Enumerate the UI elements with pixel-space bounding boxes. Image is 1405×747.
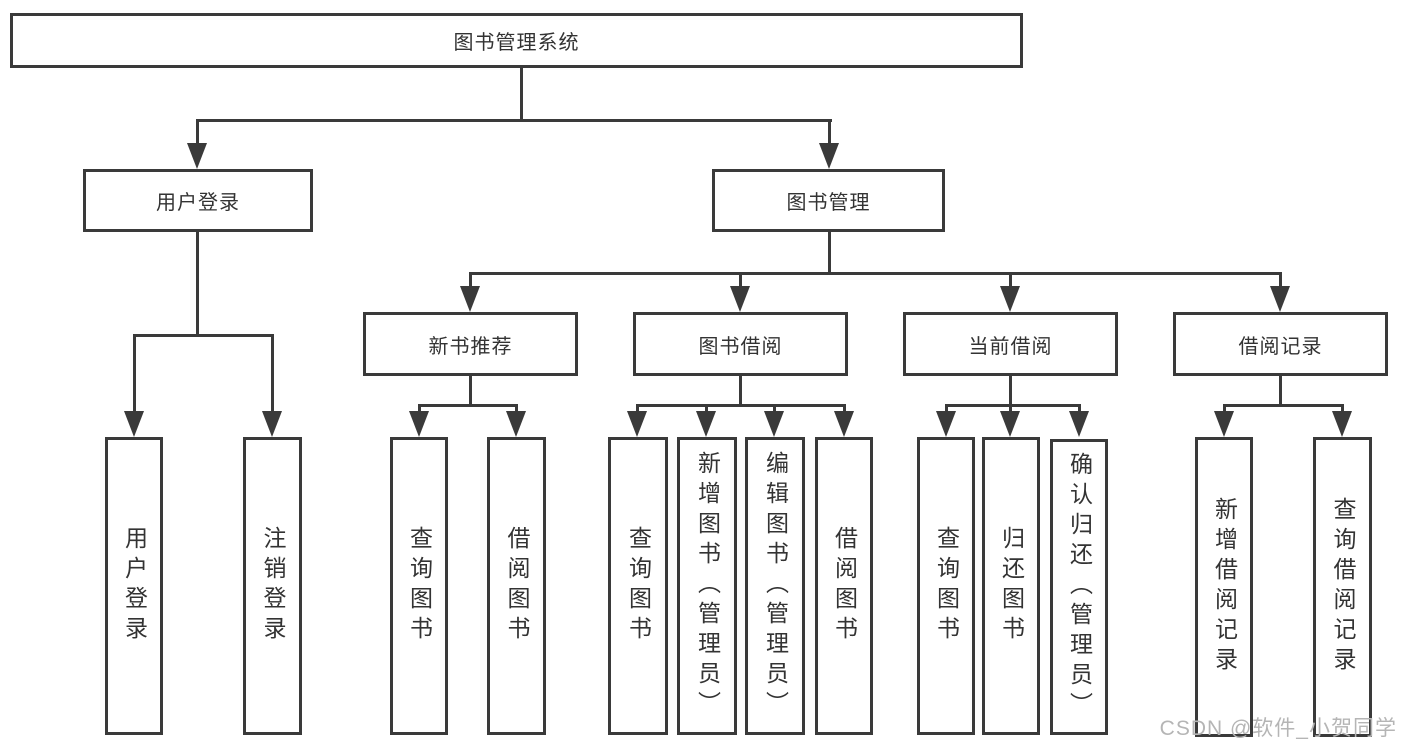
leaf-label: 归还图书 xyxy=(998,526,1025,646)
connector-line xyxy=(945,404,948,414)
leaf-edit-books-admin: 编辑图书（管理员） xyxy=(745,437,805,735)
leaf-label: 新增借阅记录 xyxy=(1211,497,1238,677)
connector-line xyxy=(469,272,1282,275)
connector-line xyxy=(828,231,831,275)
arrow-down-icon xyxy=(124,411,144,437)
leaf-add-books-admin: 新增图书（管理员） xyxy=(677,437,737,735)
leaf-label: 注销登录 xyxy=(260,526,286,646)
connector-line xyxy=(515,404,518,414)
arrow-down-icon xyxy=(1069,411,1089,437)
connector-line xyxy=(520,68,523,122)
arrow-down-icon xyxy=(1000,286,1020,312)
connector-line xyxy=(705,404,708,414)
connector-line xyxy=(773,404,776,414)
connector-line xyxy=(1341,404,1344,414)
node-book-management: 图书管理 xyxy=(712,169,945,232)
connector-line xyxy=(196,231,199,337)
connector-line xyxy=(843,404,846,414)
connector-line xyxy=(133,334,136,414)
arrow-down-icon xyxy=(506,411,526,437)
node-borrowing-records: 借阅记录 xyxy=(1173,312,1388,376)
connector-line xyxy=(1223,404,1344,407)
connector-line xyxy=(1009,404,1012,414)
leaf-label: 新增图书（管理员） xyxy=(694,451,721,721)
leaf-label: 借阅图书 xyxy=(831,526,858,646)
csdn-watermark: CSDN @软件_小贺同学 xyxy=(1159,717,1397,740)
arrow-down-icon xyxy=(764,411,784,437)
leaf-query-books-recommend: 查询图书 xyxy=(390,437,448,735)
leaf-query-books-current: 查询图书 xyxy=(917,437,975,735)
arrow-down-icon xyxy=(696,411,716,437)
connector-line xyxy=(196,119,832,122)
connector-line xyxy=(418,404,421,414)
leaf-label: 查询借阅记录 xyxy=(1330,497,1356,677)
node-book-borrowing: 图书借阅 xyxy=(633,312,848,376)
leaf-borrow-books-recommend: 借阅图书 xyxy=(487,437,546,735)
arrow-down-icon xyxy=(1270,286,1290,312)
connector-line xyxy=(1078,404,1081,414)
leaf-label: 查询图书 xyxy=(933,526,960,646)
node-label: 图书管理 xyxy=(786,192,871,214)
connector-line xyxy=(1279,376,1282,407)
connector-line xyxy=(828,119,831,147)
node-label: 当前借阅 xyxy=(968,335,1053,358)
connector-line xyxy=(1009,376,1012,407)
arrow-down-icon xyxy=(627,411,647,437)
leaf-label: 确认归还（管理员） xyxy=(1066,452,1093,722)
connector-line xyxy=(196,119,199,147)
arrow-down-icon xyxy=(834,411,854,437)
connector-line xyxy=(636,404,639,414)
connector-line xyxy=(469,376,472,407)
arrow-down-icon xyxy=(936,411,956,437)
arrow-down-icon xyxy=(187,143,207,169)
connector-line xyxy=(469,272,472,290)
leaf-query-borrow-record: 查询借阅记录 xyxy=(1313,437,1372,737)
leaf-label: 借阅图书 xyxy=(504,526,530,646)
leaf-return-books: 归还图书 xyxy=(982,437,1040,735)
leaf-confirm-return-admin: 确认归还（管理员） xyxy=(1050,439,1108,735)
node-label: 图书管理系统 xyxy=(453,32,580,54)
arrow-down-icon xyxy=(1000,411,1020,437)
connector-line xyxy=(271,334,274,414)
leaf-user-login: 用户登录 xyxy=(105,437,163,735)
node-label: 用户登录 xyxy=(156,192,240,214)
arrow-down-icon xyxy=(262,411,282,437)
leaf-label: 查询图书 xyxy=(625,526,652,646)
leaf-add-borrow-record: 新增借阅记录 xyxy=(1195,437,1253,737)
node-current-borrowing: 当前借阅 xyxy=(903,312,1118,376)
node-user-login: 用户登录 xyxy=(83,169,313,232)
connector-line xyxy=(418,404,518,407)
connector-line xyxy=(1223,404,1226,414)
connector-line xyxy=(133,334,274,337)
node-label: 新书推荐 xyxy=(428,335,513,358)
node-label: 图书借阅 xyxy=(698,335,783,358)
connector-line xyxy=(945,404,1081,407)
connector-line xyxy=(1009,272,1012,290)
node-root-library-management-system: 图书管理系统 xyxy=(10,13,1023,68)
leaf-query-books-borrowing: 查询图书 xyxy=(608,437,668,735)
connector-line xyxy=(1279,272,1282,290)
arrow-down-icon xyxy=(460,286,480,312)
leaf-label: 用户登录 xyxy=(121,526,148,646)
connector-line xyxy=(636,404,846,407)
leaf-logout: 注销登录 xyxy=(243,437,302,735)
arrow-down-icon xyxy=(730,286,750,312)
leaf-label: 编辑图书（管理员） xyxy=(762,451,789,721)
node-new-book-recommendation: 新书推荐 xyxy=(363,312,578,376)
leaf-borrow-books-borrowing: 借阅图书 xyxy=(815,437,873,735)
connector-line xyxy=(739,376,742,407)
arrow-down-icon xyxy=(409,411,429,437)
node-label: 借阅记录 xyxy=(1238,335,1323,358)
leaf-label: 查询图书 xyxy=(406,526,433,646)
arrow-down-icon xyxy=(1214,411,1234,437)
arrow-down-icon xyxy=(819,143,839,169)
connector-line xyxy=(739,272,742,290)
arrow-down-icon xyxy=(1332,411,1352,437)
